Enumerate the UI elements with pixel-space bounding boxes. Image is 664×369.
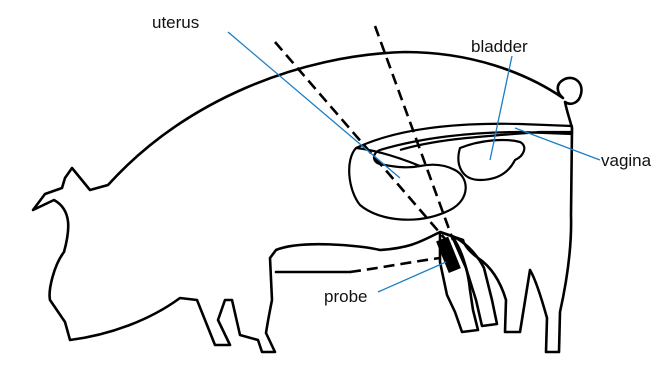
- uterus-label: uterus: [152, 13, 199, 32]
- bladder-label: bladder: [471, 37, 528, 56]
- bladder-outline: [458, 140, 524, 180]
- vagina-label: vagina: [601, 151, 652, 170]
- bladder-leader-line: [490, 56, 512, 160]
- probe-label: probe: [324, 287, 367, 306]
- pig-body-outline: [33, 52, 582, 352]
- ultrasound-beam-right: [375, 26, 453, 240]
- uterus-outline: [349, 148, 466, 220]
